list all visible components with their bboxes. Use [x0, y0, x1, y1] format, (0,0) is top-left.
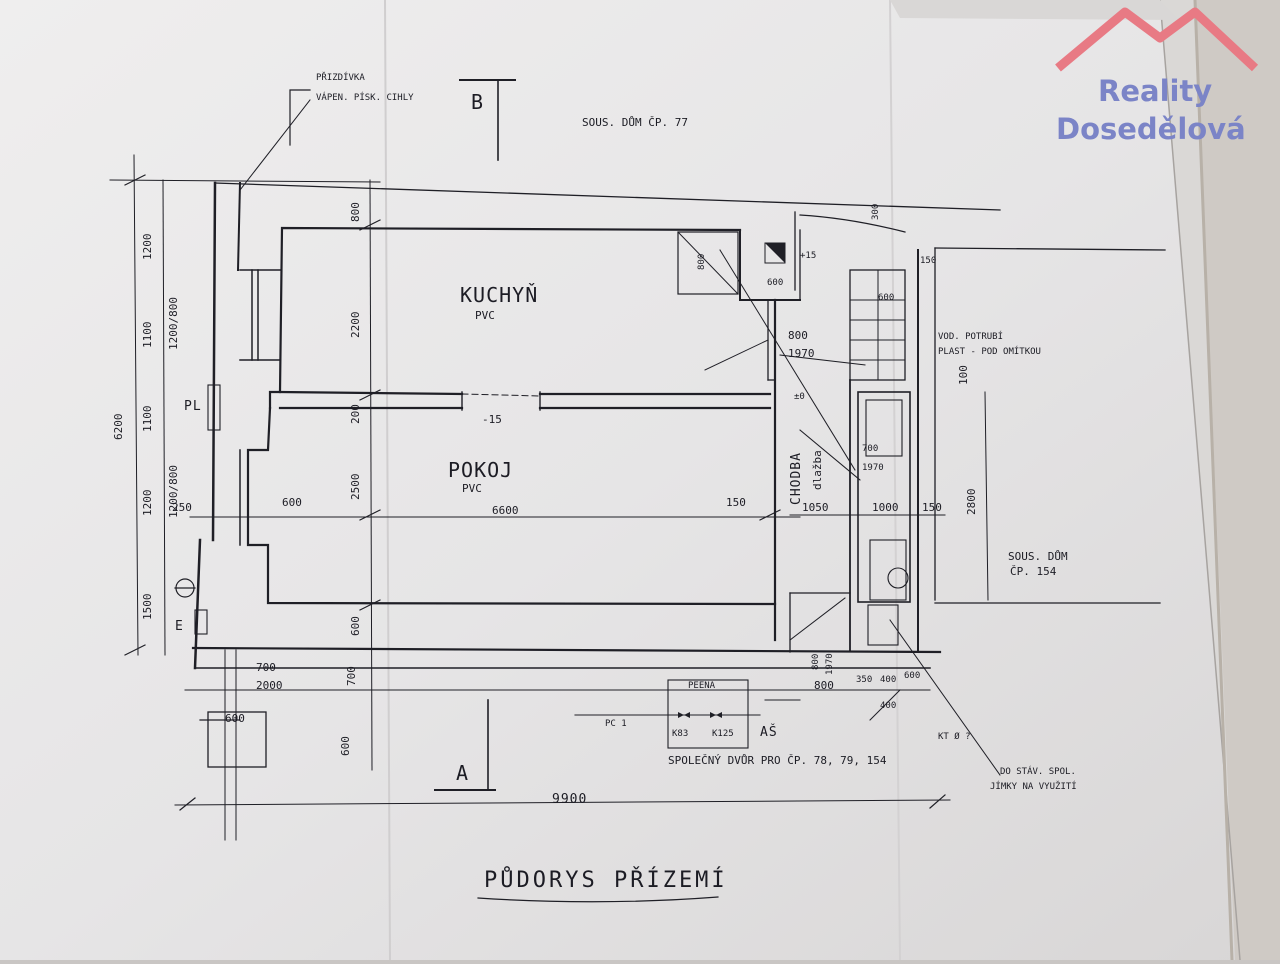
dim-h-1000: 1000 [872, 501, 899, 514]
dim-left-5: 1500 [141, 593, 154, 621]
dim-h-400: 400 [880, 675, 897, 685]
sewer-note-1: DO STÁV. SPOL. [1000, 767, 1076, 777]
dim-h-1050: 1050 [802, 501, 829, 514]
section-b-label: B [471, 90, 485, 114]
kitchen-label: KUCHYŇ [460, 283, 539, 307]
dim-v-600b: 600 [339, 736, 352, 756]
dim-left-2: 1100 [141, 321, 154, 349]
room-label: POKOJ [448, 458, 514, 482]
level-zero: ±0 [794, 392, 805, 402]
corridor-floor-label: dlažba [811, 450, 824, 490]
dim-v-2800: 2800 [965, 488, 978, 516]
level-stair: +15 [800, 251, 817, 261]
dim-v-2500: 2500 [349, 473, 362, 501]
dim-h-700: 700 [256, 661, 276, 674]
realty-logo: Reality Dosedělová [1050, 0, 1280, 155]
dim-door-2-height: 1970 [862, 463, 884, 473]
trench-note: PEENA [688, 681, 716, 691]
corridor-label: CHODBA [789, 452, 804, 505]
plan-title: PŮDORYS PŘÍZEMÍ [484, 868, 728, 893]
dim-inner-width: 6600 [492, 504, 519, 517]
dim-h-600c: 600 [904, 671, 921, 681]
dim-v-700: 700 [345, 666, 358, 686]
pipe-note-1: K83 [672, 729, 689, 739]
dim-h-600-box: 600 [225, 712, 245, 725]
dim-left-1: 1200 [141, 233, 154, 261]
dim-v-100: 100 [957, 365, 970, 385]
kitchen-floor-label: PVC [475, 309, 495, 322]
dim-h-350: 350 [856, 675, 873, 685]
kt-note: KT Ø ? [938, 732, 971, 742]
dim-door-3-height: 1970 [825, 653, 835, 675]
pipe-note-2: K125 [712, 729, 734, 739]
water-note-1: VOD. POTRUBÍ [938, 332, 1004, 342]
pl-note: PL [184, 399, 202, 414]
sewer-note-2: JÍMKY NA VYUŽITÍ [990, 782, 1077, 792]
room-floor-label: PVC [462, 482, 482, 495]
dim-door-3: 800 [811, 653, 821, 670]
neighbor-right-number: ČP. 154 [1010, 565, 1057, 578]
dim-total-height: 6200 [112, 413, 125, 441]
logo-line-1: Reality [1098, 74, 1213, 108]
dim-h-150a: 150 [726, 496, 746, 509]
water-note-2: PLAST - POD OMÍTKOU [938, 347, 1041, 357]
dim-v-200: 200 [349, 404, 362, 424]
dim-left-4: 1200 [141, 489, 154, 517]
dim-v-300: 300 [871, 203, 881, 220]
dim-h-400b: 400 [880, 701, 897, 711]
pc-note: PC 1 [605, 719, 627, 729]
dim-h-2000: 2000 [256, 679, 283, 692]
dim-v-800: 800 [349, 202, 362, 222]
wall-note-2: VÁPEN. PÍSK. CIHLY [316, 93, 414, 103]
dim-door-2: 700 [862, 444, 879, 454]
wall-note-1: PŘIZDÍVKA [316, 73, 365, 83]
roof-logo-icon [1055, 7, 1259, 72]
dim-window-1: 1200/800 [167, 297, 180, 350]
dim-total-width: 9900 [552, 792, 588, 807]
dim-v-2200: 2200 [349, 311, 362, 339]
level-kitchen: -15 [482, 413, 502, 426]
dim-h-600-stair: 600 [767, 278, 784, 288]
logo-line-2: Dosedělová [1056, 112, 1246, 146]
section-a-label: A [456, 761, 470, 785]
dim-h-150b: 150 [922, 501, 942, 514]
dim-door-1: 800 [788, 329, 808, 342]
neighbor-top-note: SOUS. DŮM ČP. 77 [582, 116, 688, 129]
dim-v-600: 600 [349, 616, 362, 636]
courtyard-note: SPOLEČNÝ DVŮR PRO ČP. 78, 79, 154 [668, 754, 887, 767]
e-note: E [175, 619, 184, 634]
dim-h-250: 250 [172, 501, 192, 514]
dim-v-150c: 150 [920, 256, 937, 266]
dim-door-1-height: 1970 [788, 347, 815, 360]
dim-v-800d: 800 [697, 253, 707, 270]
dim-h-600d: 600 [878, 293, 895, 303]
dim-left-3: 1100 [141, 405, 154, 433]
as-note: AŠ [760, 725, 778, 740]
dim-h-600: 600 [282, 496, 302, 509]
dim-h-800: 800 [814, 679, 834, 692]
neighbor-right-note: SOUS. DŮM [1008, 550, 1068, 563]
